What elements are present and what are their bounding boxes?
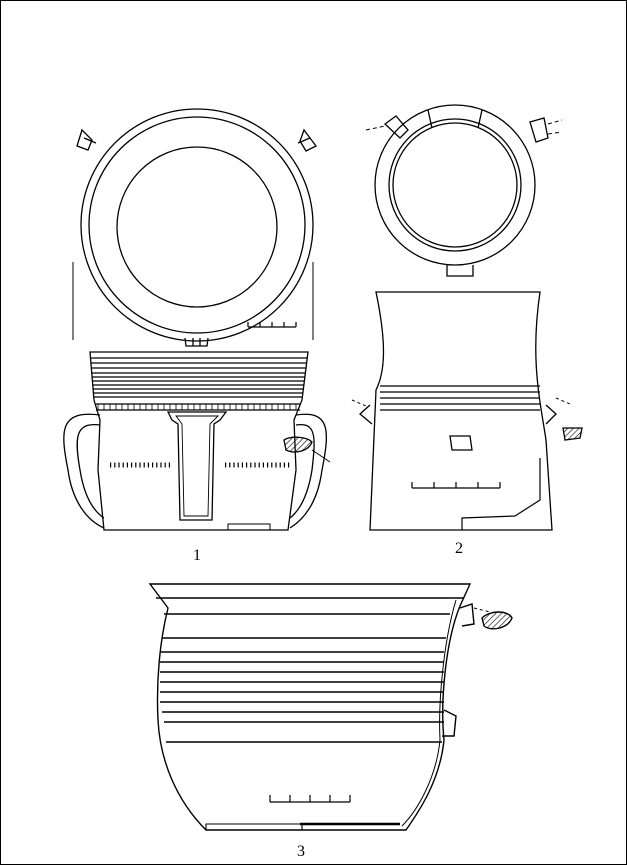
vessel-2-side-view	[351, 291, 571, 531]
vessel-2-drawing	[351, 104, 583, 531]
vessel-1-handle-section	[283, 436, 313, 453]
vessel-3-label: 3	[297, 843, 305, 860]
vessel-2-top-view	[365, 104, 563, 277]
vessel-1-top-view	[72, 108, 317, 347]
vessel-1-drawing	[63, 108, 331, 531]
vessel-3-side-view	[148, 583, 491, 831]
vessel-1-label: 1	[193, 547, 201, 564]
vessel-1-side-view	[63, 351, 327, 531]
vessel-2-scale-bar	[411, 482, 501, 489]
vessel-2-label: 2	[455, 540, 463, 557]
vessel-1-scale-bar-top	[247, 322, 297, 328]
vessel-3-drawing	[148, 583, 513, 831]
vessel-3-scale-bar	[269, 795, 351, 803]
vessel-3-handle-section	[481, 611, 513, 630]
vessel-2-handle-section	[562, 427, 583, 441]
